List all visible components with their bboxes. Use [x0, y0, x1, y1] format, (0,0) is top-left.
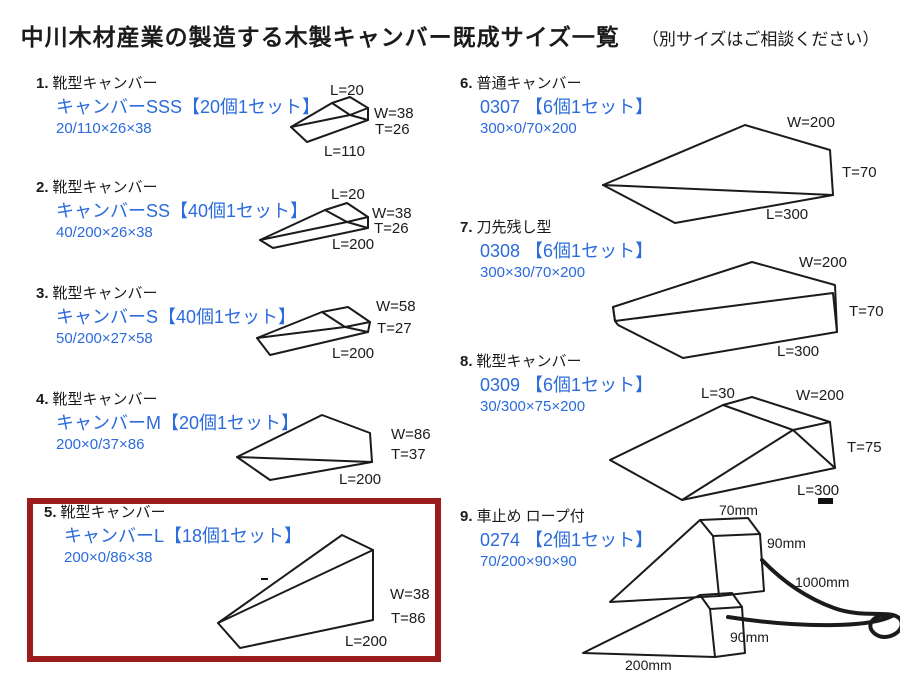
item-2-dim-length: L=200 — [332, 236, 375, 253]
item-8-dim-top: L=30 — [701, 385, 735, 402]
item-6-dim-thickness: T=70 — [842, 164, 877, 181]
item-3-product-code: キャンバーS【40個1セット】 — [56, 307, 297, 327]
item-6-product-code: 0307 【6個1セット】 — [480, 97, 654, 117]
item-8-number: 8. — [460, 353, 473, 370]
item-9-dim-rope-length: 1000mm — [795, 574, 850, 590]
item-8-dim-width: W=200 — [796, 387, 844, 404]
item-6-dim-width: W=200 — [787, 114, 835, 131]
item-9-chock-drawing — [582, 517, 900, 658]
item-6-size: 300×0/70×200 — [480, 120, 577, 137]
item-3-size: 50/200×27×58 — [56, 330, 153, 347]
item-1: 1.靴型キャンバー キャンバーSSS【20個1セット】 20/110×26×38 — [36, 74, 320, 139]
item-6-number: 6. — [460, 75, 473, 92]
item-2-product-code: キャンバーSS【40個1セット】 — [56, 201, 309, 221]
item-2-dim-thickness: T=26 — [374, 220, 409, 237]
item-6-dim-length: L=300 — [766, 206, 809, 223]
item-9-dim-top: 70mm — [719, 502, 758, 518]
item-5-dim-length: L=200 — [345, 633, 388, 650]
item-7-dim-width: W=200 — [799, 254, 847, 271]
item-8: 8.靴型キャンバー 0309 【6個1セット】 30/300×75×200 — [460, 352, 653, 417]
item-5: 5.靴型キャンバー キャンバーL【18個1セット】 200×0/86×38 — [44, 503, 302, 568]
item-4-name: 靴型キャンバー — [52, 391, 158, 408]
item-3: 3.靴型キャンバー キャンバーS【40個1セット】 50/200×27×58 — [36, 284, 296, 349]
item-8-name: 靴型キャンバー — [476, 353, 582, 370]
item-1-product-code: キャンバーSSS【20個1セット】 — [56, 97, 321, 117]
item-4-dim-thickness: T=37 — [391, 446, 426, 463]
item-1-dim-thickness: T=26 — [375, 121, 410, 138]
item-4-product-code: キャンバーM【20個1セット】 — [56, 413, 300, 433]
item-5-wedge-drawing — [217, 534, 374, 649]
highlight-box-item-5 — [27, 498, 441, 662]
item-5-dim-width: W=38 — [390, 586, 430, 603]
item-1-dim-width: W=38 — [374, 105, 414, 122]
item-7-number: 7. — [460, 219, 473, 236]
item-7: 7.刀先残し型 0308 【6個1セット】 300×30/70×200 — [460, 218, 653, 283]
item-9-dim-right-upper: 90mm — [767, 535, 806, 551]
item-2-dim-width: W=38 — [372, 205, 412, 222]
item-4-dim-length: L=200 — [339, 471, 382, 488]
item-7-dim-thickness: T=70 — [849, 303, 884, 320]
item-1-wedge-drawing — [290, 96, 369, 143]
item-3-wedge-drawing — [256, 306, 371, 356]
stray-mark — [261, 578, 268, 580]
item-5-number: 5. — [44, 504, 57, 521]
item-3-number: 3. — [36, 285, 49, 302]
item-3-dim-thickness: T=27 — [377, 320, 412, 337]
item-8-size: 30/300×75×200 — [480, 398, 586, 415]
item-2-dim-top: L=20 — [331, 186, 365, 203]
item-5-size: 200×0/86×38 — [64, 549, 153, 566]
item-8-dim-thickness: T=75 — [847, 439, 882, 456]
item-9-name: 車止め ロープ付 — [476, 508, 585, 525]
item-7-name: 刀先残し型 — [476, 219, 552, 236]
item-2-wedge-drawing — [259, 202, 369, 249]
item-1-size: 20/110×26×38 — [56, 120, 152, 137]
item-1-dim-top: L=20 — [330, 82, 364, 99]
item-3-dim-length: L=200 — [332, 345, 375, 362]
item-7-product-code: 0308 【6個1セット】 — [480, 241, 654, 261]
item-9-dim-right-lower: 90mm — [730, 629, 769, 645]
item-4-size: 200×0/37×86 — [56, 436, 145, 453]
item-1-dim-length: L=110 — [324, 143, 366, 160]
item-7-dim-length: L=300 — [777, 343, 820, 360]
item-2-size: 40/200×26×38 — [56, 224, 153, 241]
item-9-size: 70/200×90×90 — [480, 553, 577, 570]
item-9-number: 9. — [460, 508, 473, 525]
item-5-product-code: キャンバーL【18個1セット】 — [64, 526, 303, 546]
item-6-name: 普通キャンバー — [476, 75, 582, 92]
item-8-dim-length: L=300 — [797, 482, 840, 499]
item-6: 6.普通キャンバー 0307 【6個1セット】 300×0/70×200 — [460, 74, 653, 139]
item-6-wedge-drawing — [602, 124, 834, 224]
item-5-dim-thickness: T=86 — [391, 610, 426, 627]
item-9-dim-bottom: 200mm — [625, 657, 672, 673]
item-4-wedge-drawing — [236, 414, 373, 481]
item-7-size: 300×30/70×200 — [480, 264, 586, 281]
item-5-name: 靴型キャンバー — [60, 504, 166, 521]
item-2-number: 2. — [36, 179, 49, 196]
page-title: 中川木材産業の製造する木製キャンバー既成サイズ一覧 （別サイズはご相談ください） — [0, 18, 900, 52]
item-8-wedge-drawing — [609, 396, 836, 501]
item-8-product-code: 0309 【6個1セット】 — [480, 375, 654, 395]
page-title-main: 中川木材産業の製造する木製キャンバー既成サイズ一覧 — [20, 24, 620, 50]
item-7-wedge-drawing — [612, 261, 838, 359]
item-1-number: 1. — [36, 75, 49, 92]
item-4-number: 4. — [36, 391, 49, 408]
page-title-note: （別サイズはご相談ください） — [641, 30, 880, 49]
item-3-name: 靴型キャンバー — [52, 285, 158, 302]
item-1-name: 靴型キャンバー — [52, 75, 158, 92]
item-4-dim-width: W=86 — [391, 426, 431, 443]
item-3-dim-width: W=58 — [376, 298, 416, 315]
item-2-name: 靴型キャンバー — [52, 179, 158, 196]
item-2: 2.靴型キャンバー キャンバーSS【40個1セット】 40/200×26×38 — [36, 178, 308, 243]
item-9: 9.車止め ロープ付 0274 【2個1セット】 70/200×90×90 — [460, 507, 653, 572]
item-4: 4.靴型キャンバー キャンバーM【20個1セット】 200×0/37×86 — [36, 390, 299, 455]
redaction-mark — [818, 498, 833, 504]
item-9-product-code: 0274 【2個1セット】 — [480, 530, 654, 550]
